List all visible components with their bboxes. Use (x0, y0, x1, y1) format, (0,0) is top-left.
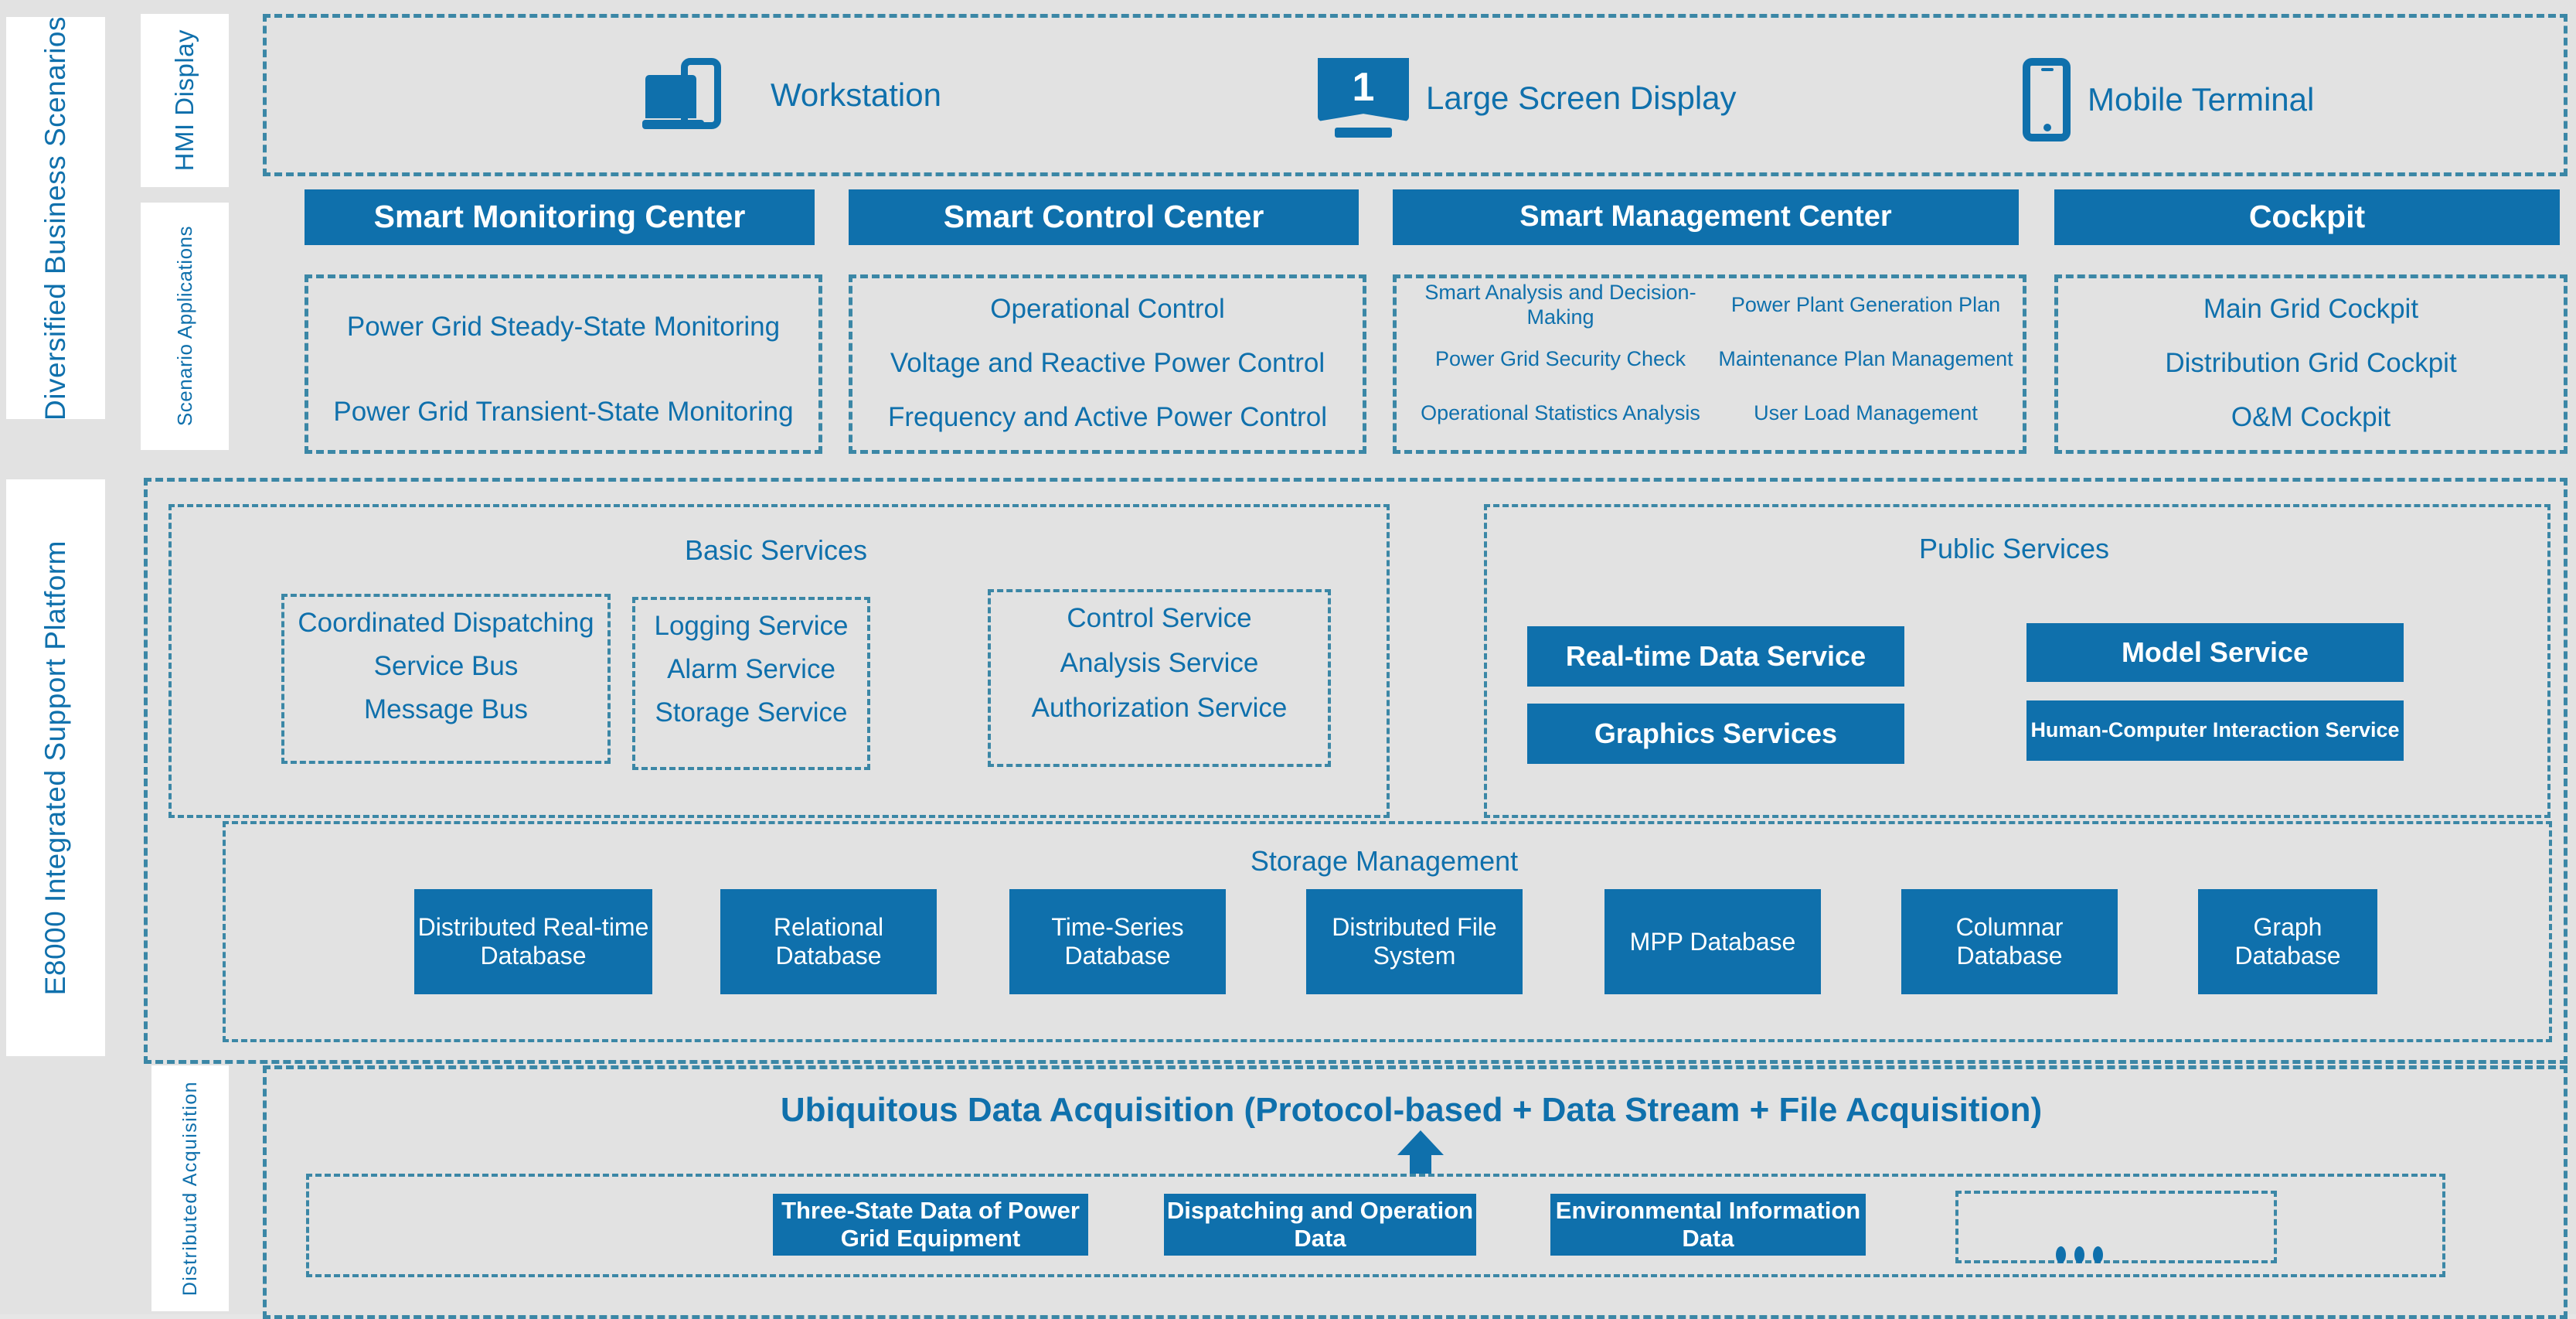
basic-services-group-2: Logging Service Alarm Service Storage Se… (632, 597, 870, 770)
database-label: Time-Series Database (1051, 913, 1184, 970)
section-label-diversified-business-scenarios: Diversified Business Scenarios (6, 15, 105, 421)
workstation-icon (642, 58, 754, 132)
tile-label: Model Service (2121, 636, 2309, 669)
source-label: Environmental Information Data (1555, 1197, 1861, 1252)
acquisition-source-placeholder (1955, 1191, 2277, 1263)
center-header-smart-control[interactable]: Smart Control Center (849, 189, 1359, 245)
device-label: Mobile Terminal (2088, 81, 2315, 118)
tile-label: Human-Computer Interaction Service (2030, 718, 2400, 742)
public-service-tile-model-service[interactable]: Model Service (2026, 623, 2404, 682)
database-label: Columnar Database (1955, 913, 2064, 970)
database-label: Distributed Real-time Database (417, 913, 649, 970)
center-header-cockpit[interactable]: Cockpit (2054, 189, 2560, 245)
source-label: Three-State Data of Power Grid Equipment (781, 1197, 1080, 1252)
database-label: Graph Database (2234, 913, 2341, 970)
device-mobile-terminal[interactable]: Mobile Terminal (2023, 58, 2314, 141)
center-item[interactable]: Voltage and Reactive Power Control (890, 348, 1325, 378)
center-item[interactable]: Power Plant Generation Plan (1730, 292, 2001, 316)
database-tile-time-series[interactable]: Time-Series Database (1009, 889, 1226, 994)
center-item[interactable]: Power Grid Security Check (1434, 346, 1686, 370)
basic-services-group-3: Control Service Analysis Service Authori… (988, 589, 1331, 767)
hmi-display-panel: Workstation 1 Large Screen Display Mobil… (263, 14, 2567, 176)
service-item[interactable]: Control Service (1067, 603, 1252, 633)
center-item[interactable]: Frequency and Active Power Control (887, 402, 1328, 432)
label-text: HMI Display (170, 29, 199, 172)
screen-number: 1 (1352, 65, 1375, 110)
service-item[interactable]: Logging Service (654, 611, 849, 641)
database-label: Relational Database (773, 913, 884, 970)
database-label: MPP Database (1629, 927, 1796, 956)
public-service-tile-hci-service[interactable]: Human-Computer Interaction Service (2026, 700, 2404, 761)
database-tile-relational[interactable]: Relational Database (720, 889, 937, 994)
ellipsis-icon (2056, 1246, 2103, 1263)
center-title: Smart Monitoring Center (373, 199, 746, 235)
center-item[interactable]: O&M Cockpit (2231, 402, 2391, 432)
center-body-smart-management: Smart Analysis and Decision-Making Power… (1393, 274, 2026, 454)
large-screen-icon: 1 (1318, 58, 1409, 138)
label-text: Scenario Applications (172, 226, 196, 427)
public-service-tile-graphics-services[interactable]: Graphics Services (1527, 704, 1904, 764)
database-label: Distributed File System (1332, 913, 1497, 970)
center-body-smart-control: Operational Control Voltage and Reactive… (849, 274, 1366, 454)
center-item[interactable]: Smart Analysis and Decision-Making (1424, 280, 1696, 329)
service-item[interactable]: Message Bus (363, 694, 529, 724)
center-item[interactable]: Distribution Grid Cockpit (2165, 348, 2457, 378)
mobile-phone-icon (2023, 58, 2071, 141)
database-tile-mpp[interactable]: MPP Database (1604, 889, 1821, 994)
center-title: Smart Control Center (943, 199, 1264, 235)
section-label-e8000-platform: E8000 Integrated Support Platform (6, 479, 105, 1056)
acquisition-source-three-state-data[interactable]: Three-State Data of Power Grid Equipment (773, 1194, 1088, 1256)
device-workstation[interactable]: Workstation (642, 58, 941, 132)
service-item[interactable]: Coordinated Dispatching (298, 608, 594, 638)
row-label-distributed-acquisition: Distributed Acquisition (151, 1065, 229, 1311)
public-service-tile-realtime-data[interactable]: Real-time Data Service (1527, 626, 1904, 687)
basic-services-group-1: Coordinated Dispatching Service Bus Mess… (281, 594, 611, 764)
database-tile-distributed-file-system[interactable]: Distributed File System (1306, 889, 1523, 994)
database-tile-distributed-realtime[interactable]: Distributed Real-time Database (414, 889, 652, 994)
database-tile-graph[interactable]: Graph Database (2198, 889, 2377, 994)
center-header-smart-monitoring[interactable]: Smart Monitoring Center (305, 189, 815, 245)
database-tile-columnar[interactable]: Columnar Database (1901, 889, 2118, 994)
acquisition-title: Ubiquitous Data Acquisition (Protocol-ba… (780, 1090, 2043, 1129)
source-label: Dispatching and Operation Data (1166, 1197, 1474, 1252)
center-item[interactable]: Power Grid Transient-State Monitoring (333, 397, 794, 427)
tile-label: Real-time Data Service (1565, 640, 1866, 673)
row-label-scenario-applications: Scenario Applications (141, 203, 229, 450)
device-label: Large Screen Display (1426, 80, 1737, 116)
center-header-smart-management[interactable]: Smart Management Center (1393, 189, 2019, 245)
center-title: Smart Management Center (1519, 200, 1892, 233)
center-item[interactable]: User Load Management (1754, 400, 1978, 424)
center-item[interactable]: Power Grid Steady-State Monitoring (346, 312, 781, 342)
center-title: Cockpit (2248, 199, 2366, 235)
center-item[interactable]: Maintenance Plan Management (1718, 346, 2013, 370)
center-item[interactable]: Operational Statistics Analysis (1421, 400, 1700, 424)
center-item[interactable]: Main Grid Cockpit (2203, 294, 2419, 324)
center-item[interactable]: Operational Control (990, 294, 1225, 324)
acquisition-source-environmental-information-data[interactable]: Environmental Information Data (1550, 1194, 1866, 1256)
device-label: Workstation (771, 77, 941, 113)
service-item[interactable]: Alarm Service (667, 654, 835, 684)
label-text: Diversified Business Scenarios (39, 15, 71, 421)
label-text: Distributed Acquisition (179, 1080, 201, 1297)
service-item[interactable]: Storage Service (655, 697, 848, 728)
device-large-screen-display[interactable]: 1 Large Screen Display (1318, 58, 1737, 138)
public-services-title: Public Services (1918, 533, 2110, 565)
row-label-hmi-display: HMI Display (141, 14, 229, 187)
service-item[interactable]: Analysis Service (1060, 648, 1259, 678)
center-body-cockpit: Main Grid Cockpit Distribution Grid Cock… (2054, 274, 2567, 454)
acquisition-source-dispatching-operation-data[interactable]: Dispatching and Operation Data (1164, 1194, 1476, 1256)
label-text: E8000 Integrated Support Platform (39, 540, 71, 996)
storage-management-title: Storage Management (1250, 845, 1519, 878)
service-item[interactable]: Service Bus (373, 651, 519, 681)
center-body-smart-monitoring: Power Grid Steady-State Monitoring Power… (305, 274, 822, 454)
tile-label: Graphics Services (1594, 717, 1838, 750)
basic-services-title: Basic Services (684, 534, 868, 567)
service-item[interactable]: Authorization Service (1031, 693, 1288, 723)
